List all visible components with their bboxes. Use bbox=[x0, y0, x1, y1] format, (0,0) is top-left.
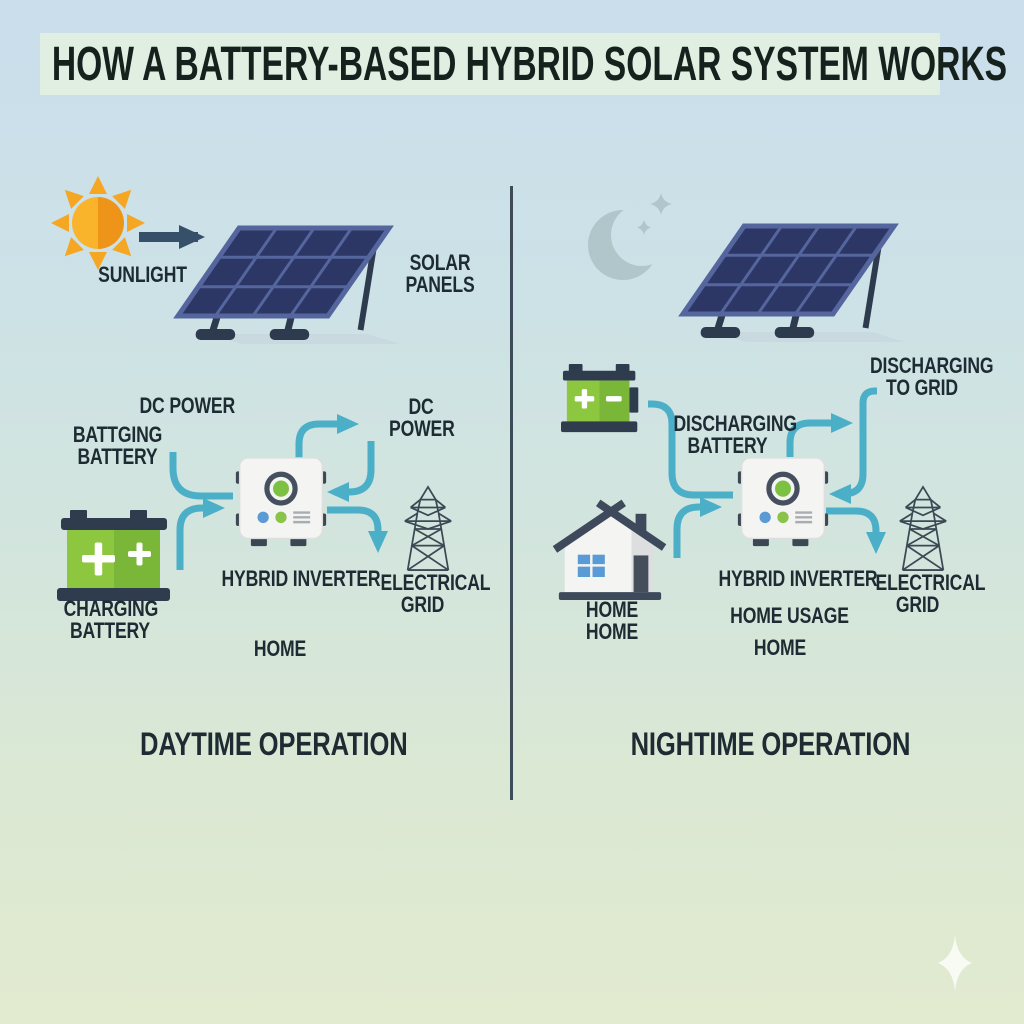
daytime-section-title: DAYTIME OPERATION bbox=[140, 726, 408, 762]
battery-icon bbox=[57, 510, 170, 601]
grid-tower-icon bbox=[899, 485, 947, 571]
day-battery-to-inverter-arrow bbox=[176, 498, 225, 570]
grid-tower-icon bbox=[404, 485, 452, 571]
page-title: HOW A BATTERY-BASED HYBRID SOLAR SYSTEM … bbox=[51, 37, 1008, 91]
home-house-label: HOME HOME bbox=[585, 597, 639, 644]
night-inverter-to-grid-label-arrow bbox=[786, 413, 853, 457]
day-dc-to-inverter-arrow bbox=[327, 441, 375, 502]
solar-panels-label: SOLAR PANELS bbox=[405, 250, 475, 297]
battery-icon bbox=[561, 364, 639, 433]
dc-power-label: DC POWER bbox=[139, 393, 236, 418]
nighttime-section-title: NIGHTIME OPERATION bbox=[630, 726, 911, 762]
moon-icon bbox=[588, 193, 672, 280]
electrical-grid-label: ELECTRICAL GRID bbox=[380, 570, 491, 617]
dc-power-right-label: DC POWER bbox=[389, 394, 455, 441]
night-grid-label-to-inverter-arrow bbox=[829, 387, 879, 504]
home-usage-label: HOME USAGE bbox=[730, 603, 849, 628]
hybrid-inverter-label: HYBRID INVERTER bbox=[718, 566, 878, 591]
inverter-icon bbox=[235, 457, 327, 547]
solar-panel-icon bbox=[173, 225, 401, 344]
title-banner: HOW A BATTERY-BASED HYBRID SOLAR SYSTEM … bbox=[40, 33, 1007, 95]
sunlight-label: SUNLIGHT bbox=[98, 262, 187, 287]
panel-divider bbox=[510, 186, 513, 800]
day-inverter-to-grid-arrow bbox=[327, 506, 388, 553]
home-label: HOME bbox=[753, 635, 807, 660]
inverter-icon bbox=[737, 457, 829, 547]
house-icon bbox=[552, 499, 667, 601]
charging-caption-label: BATTGING BATTERY bbox=[72, 422, 163, 469]
night-inverter-to-grid-arrow bbox=[826, 507, 886, 554]
charging-battery-label: CHARGING BATTERY bbox=[63, 596, 159, 643]
hybrid-inverter-label: HYBRID INVERTER bbox=[221, 566, 381, 591]
discharging-battery-label: DISCHARGING BATTERY bbox=[673, 411, 798, 458]
solar-panel-icon bbox=[678, 223, 906, 342]
sparkle-icon bbox=[938, 935, 972, 991]
day-battery-charge-line bbox=[169, 452, 233, 500]
home-label: HOME bbox=[253, 636, 307, 661]
electrical-grid-label: ELECTRICAL GRID bbox=[875, 570, 986, 617]
night-home-to-inverter-arrow bbox=[673, 497, 722, 558]
discharging-to-grid-label: DISCHARGING TO GRID bbox=[870, 353, 994, 400]
sun-icon bbox=[50, 175, 146, 271]
